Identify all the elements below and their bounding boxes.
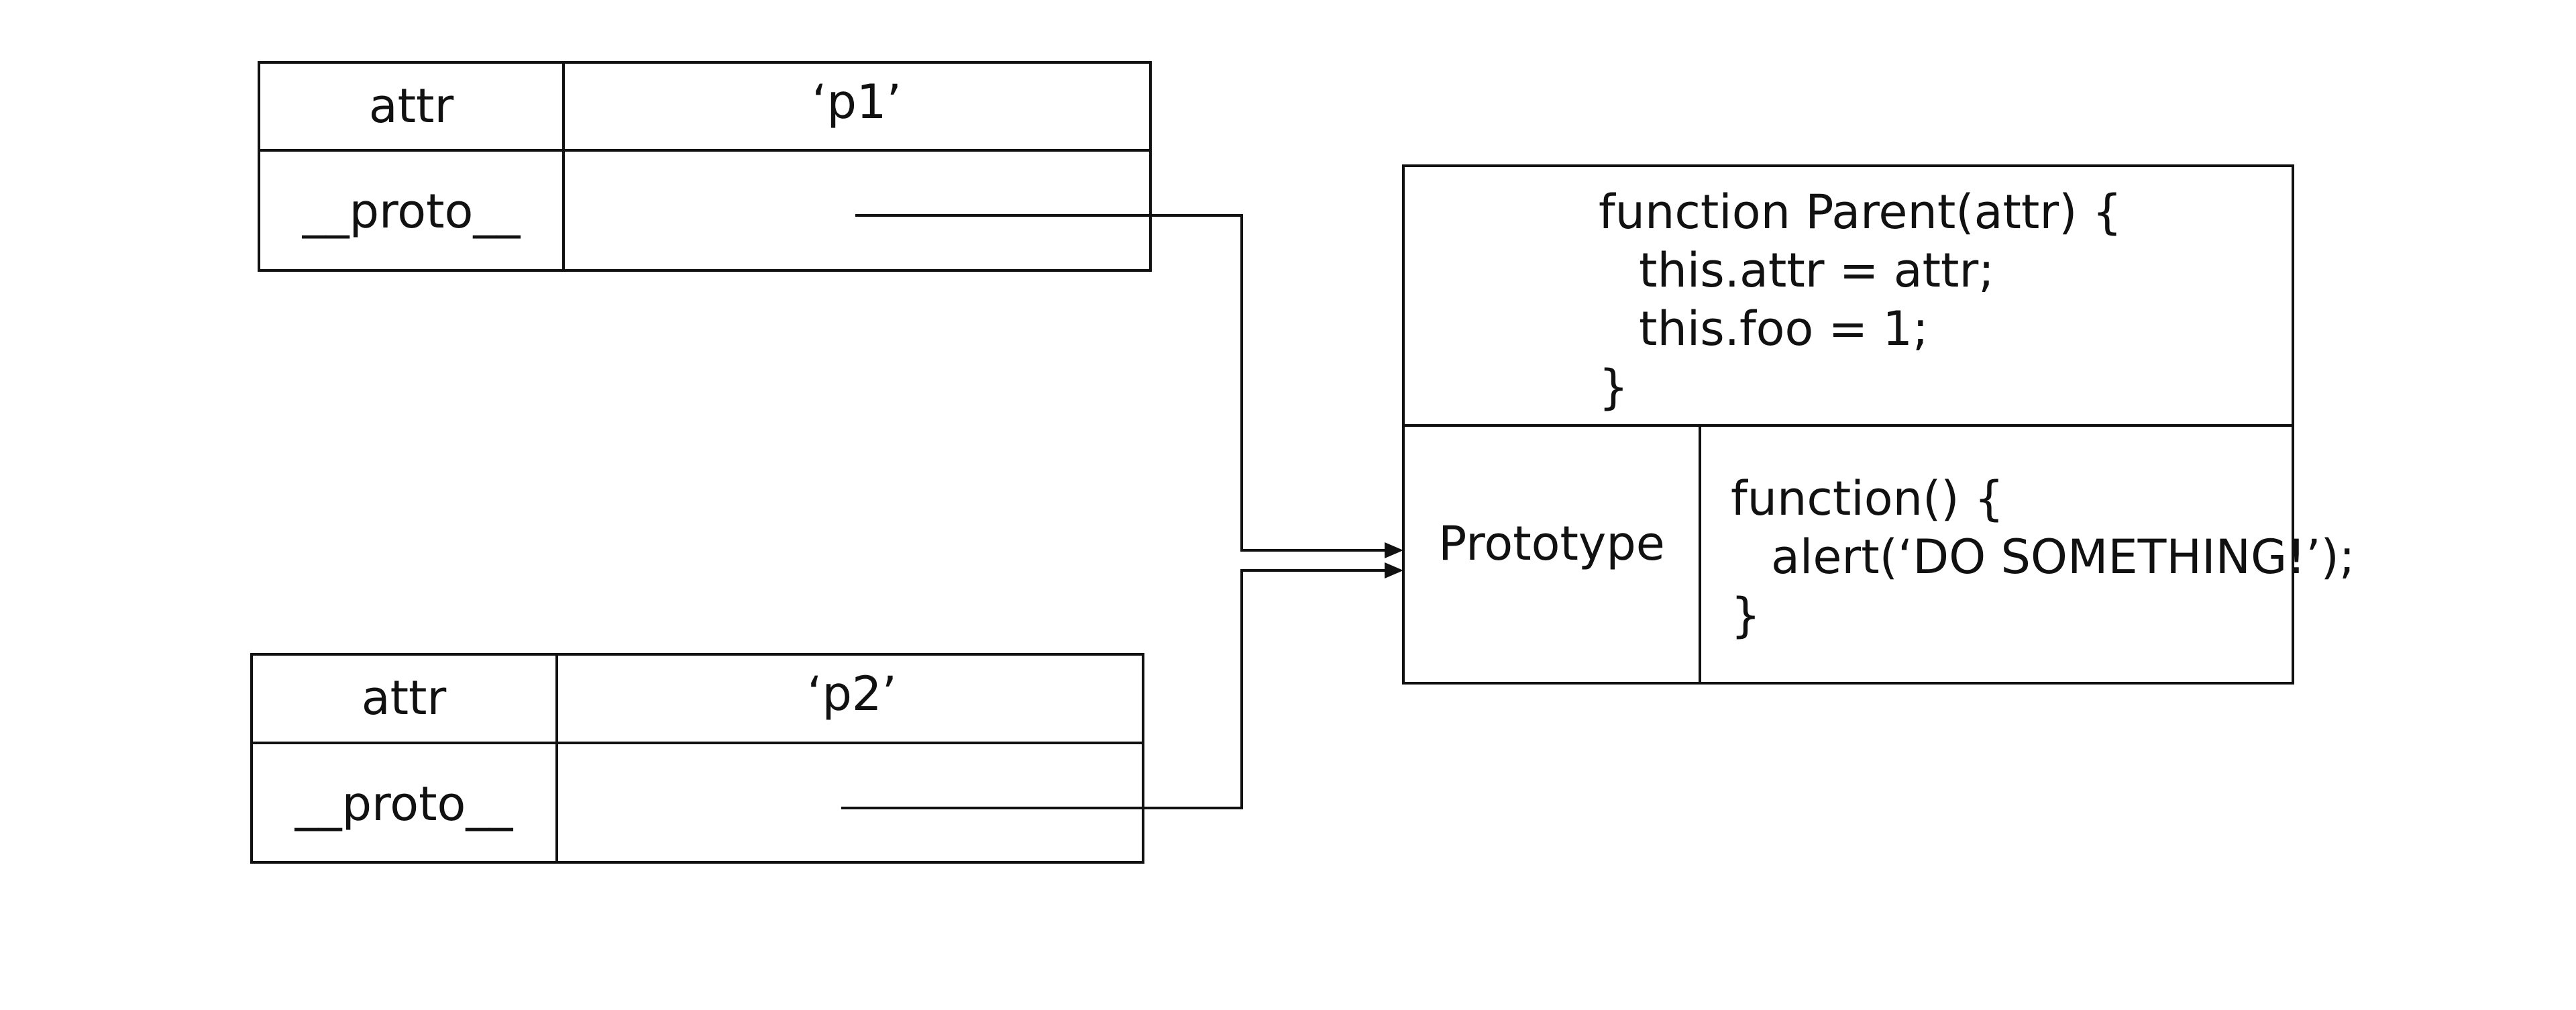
- object-p2-attr-value: ‘p2’: [807, 666, 896, 721]
- constructor-code-line: function Parent(attr) {: [1599, 185, 2122, 240]
- p1-proto-arrowhead: [1385, 542, 1403, 558]
- object-p2-proto-key: __proto__: [294, 776, 514, 831]
- prototype-label: Prototype: [1438, 516, 1665, 571]
- object-p1-outline: [258, 61, 1152, 272]
- object-p1-proto-key: __proto__: [302, 184, 521, 239]
- constructor-code-line: }: [1599, 360, 1629, 415]
- object-p1: attr ‘p1’ __proto__: [258, 61, 1152, 272]
- object-p1-attr-value: ‘p1’: [812, 74, 901, 130]
- constructor-code-line: this.foo = 1;: [1639, 301, 1929, 356]
- p2-proto-arrowhead: [1385, 562, 1403, 578]
- object-p1-attr-key: attr: [369, 79, 454, 134]
- object-p2-attr-key: attr: [362, 670, 447, 725]
- p2-proto-link-line: [841, 569, 1386, 809]
- p1-proto-connector: [855, 214, 1403, 558]
- prototype-code-line: }: [1731, 588, 1761, 643]
- prototype-code-line: alert(‘DO SOMETHING!’);: [1771, 529, 2355, 585]
- object-p2-outline: [250, 653, 1144, 864]
- p2-proto-connector: [841, 562, 1403, 809]
- p1-proto-link-line: [855, 214, 1386, 552]
- prototype-code-line: function() {: [1731, 471, 2004, 526]
- constructor-code-line: this.attr = attr;: [1639, 243, 1994, 298]
- object-p2: attr ‘p2’ __proto__: [250, 653, 1144, 864]
- parent-constructor: function Parent(attr) { this.attr = attr…: [1402, 164, 2355, 685]
